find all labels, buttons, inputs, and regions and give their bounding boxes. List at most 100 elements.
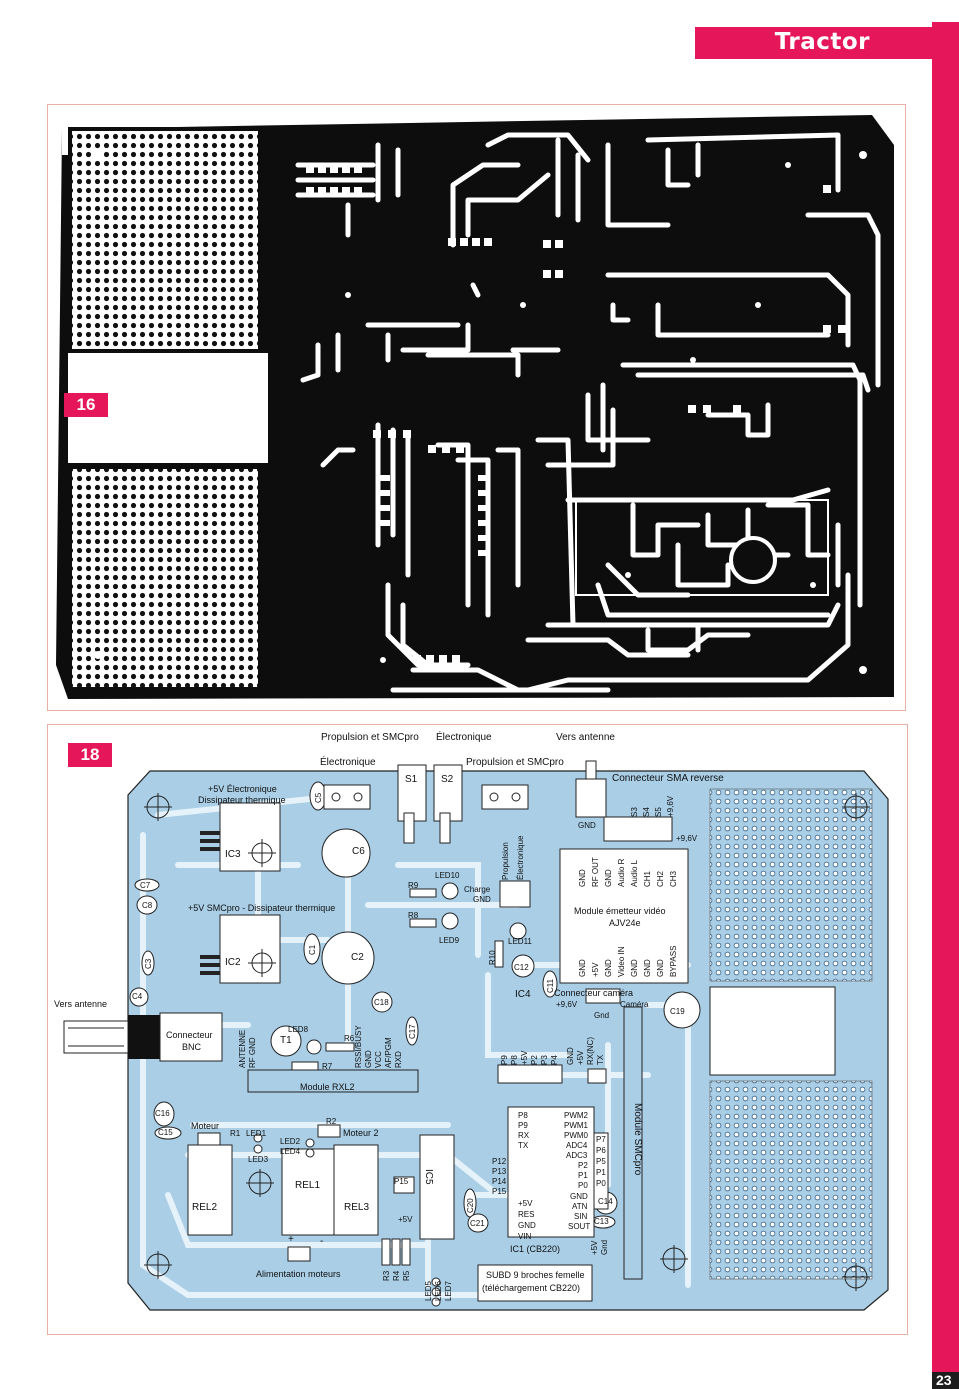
label-propulsion-smcpro-top: Propulsion et SMCpro: [321, 732, 419, 743]
rxl2-pin-4: AF/PGM: [384, 1037, 393, 1068]
label-connecteur-bnc-2: BNC: [182, 1042, 202, 1052]
label-p8: P8: [510, 1055, 519, 1065]
ic1-right-pin-10: ATN: [572, 1202, 588, 1211]
label-charge: Charge: [464, 885, 491, 894]
label-gnd-sma: GND: [578, 821, 596, 830]
label-rxnc: RX(NC): [586, 1037, 595, 1065]
video-pin-bot-1: GND: [578, 959, 587, 977]
label-gnd-bottom: Gnd: [600, 1239, 609, 1255]
label-s1: S1: [405, 774, 418, 785]
label-electronique-vertical: Électronique: [516, 835, 525, 880]
label-c20: C20: [466, 1198, 475, 1213]
figure-18-badge: 18: [68, 743, 112, 767]
label-minus: -: [320, 1236, 324, 1247]
video-pin-top-3: GND: [604, 869, 613, 887]
label-led10: LED10: [435, 871, 460, 880]
label-module-rxl2: Module RXL2: [300, 1082, 355, 1092]
figure-16-pcb-layout: 16: [47, 104, 906, 711]
video-pin-top-2: RF OUT: [591, 857, 600, 887]
label-r7: R7: [322, 1062, 333, 1071]
label-c16: C16: [155, 1109, 170, 1118]
label-c3: C3: [144, 958, 153, 969]
label-p9: P9: [500, 1055, 509, 1065]
video-pin-bot-4: Video IN: [617, 946, 626, 977]
label-ic3-line1: +5V Électronique: [208, 784, 277, 794]
label-led6: LED6: [434, 1280, 443, 1301]
ic1-left3-pin-2: RES: [518, 1210, 535, 1219]
label-v96-top: +9,6V: [666, 795, 675, 817]
label-gnd-camera: Gnd: [594, 1011, 610, 1020]
video-pin-bot-7: GND: [656, 959, 665, 977]
ic1-right-pin-3: PWM0: [564, 1131, 588, 1140]
ic1-left2-pin-1: P12: [492, 1157, 507, 1166]
label-rel3: REL3: [344, 1202, 370, 1213]
label-v96-header: +9,6V: [676, 834, 698, 843]
label-s2: S2: [441, 774, 454, 785]
label-c18: C18: [374, 998, 389, 1007]
ic1-left-pin-4: TX: [518, 1141, 529, 1150]
ic1-right-pin-2: PWM1: [564, 1121, 588, 1130]
video-pin-top-4: Audio R: [617, 858, 626, 887]
ic1-right-pin-11: SIN: [574, 1212, 588, 1221]
ic1-left2-pin-3: P14: [492, 1177, 507, 1186]
label-gnd-smc: GND: [566, 1047, 575, 1065]
label-c2: C2: [351, 952, 364, 963]
label-led8: LED8: [288, 1025, 309, 1034]
p-right-pin-3: P5: [596, 1157, 606, 1166]
label-ic2: IC2: [225, 957, 241, 968]
label-connecteur-sma: Connecteur SMA reverse: [612, 773, 724, 784]
label-connecteur-camera: Connecteur caméra: [554, 988, 634, 998]
label-led5: LED5: [424, 1280, 433, 1301]
section-title: Tractor: [774, 29, 870, 55]
label-r1: R1: [230, 1129, 241, 1138]
label-r10: R10: [488, 950, 497, 965]
ic1-left3-pin-3: GND: [518, 1221, 536, 1230]
label-c4: C4: [132, 992, 143, 1001]
ic1-left2-pin-4: P15: [492, 1187, 507, 1196]
video-pin-top-1: GND: [578, 869, 587, 887]
label-led2: LED2: [280, 1137, 301, 1146]
label-r9: R9: [408, 881, 419, 890]
figure-16-badge: 16: [64, 393, 108, 417]
video-pin-bot-3: GND: [604, 959, 613, 977]
video-pin-top-6: CH1: [643, 870, 652, 887]
ic1-right-pin-1: PWM2: [564, 1111, 588, 1120]
label-c8: C8: [142, 901, 153, 910]
ic1-left3-pin-1: +5V: [518, 1199, 533, 1208]
video-pin-top-7: CH2: [656, 870, 665, 887]
label-gnd-charge: GND: [473, 895, 491, 904]
video-pin-bot-6: GND: [643, 959, 652, 977]
label-propulsion-smcpro-right: Propulsion et SMCpro: [466, 757, 564, 768]
ic1-right-pin-6: P2: [578, 1161, 588, 1170]
video-pin-bot-5: GND: [630, 959, 639, 977]
ic1-right-pin-5: ADC3: [566, 1151, 588, 1160]
label-c17: C17: [408, 1024, 417, 1039]
label-led9: LED9: [439, 936, 460, 945]
label-c12: C12: [514, 963, 529, 972]
ic1-right-pin-12: SOUT: [568, 1222, 591, 1231]
label-s5: S5: [654, 807, 663, 817]
rxl2-pin-1: RSSI/BUSY: [354, 1025, 363, 1068]
page-number-box: 23: [932, 1372, 959, 1389]
label-ic2-dissipateur: +5V SMCpro - Dissipateur thermique: [188, 903, 336, 913]
ic1-right-pin-8: P0: [578, 1181, 588, 1190]
label-p3: P3: [540, 1055, 549, 1065]
label-moteur2: Moteur 2: [343, 1128, 379, 1138]
figure-18-component-layout: 18 Propulsion et SMCpro Électronique Ver…: [47, 724, 908, 1335]
ic1-left3-pin-4: VIN: [518, 1232, 532, 1241]
label-ic3-line2: Dissipateur thermique: [198, 795, 286, 805]
ic1-right-pin-4: ADC4: [566, 1141, 588, 1150]
label-5v-bottom: +5V: [590, 1240, 599, 1255]
label-r6: R6: [344, 1034, 355, 1043]
label-c6: C6: [352, 846, 365, 857]
label-vers-antenne-top: Vers antenne: [556, 732, 615, 743]
label-s4: S4: [642, 807, 651, 817]
p-right-pin-1: P7: [596, 1135, 606, 1144]
label-ic4: IC4: [515, 989, 531, 1000]
label-p-5v: +5V: [520, 1050, 529, 1065]
rxl2-pin-5: RXD: [394, 1051, 403, 1068]
page-number: 23: [936, 1372, 952, 1388]
label-c5: C5: [314, 792, 323, 803]
label-module-smcpro: Module SMCpro: [632, 1103, 643, 1176]
video-pin-bot-2: +5V: [591, 962, 600, 977]
